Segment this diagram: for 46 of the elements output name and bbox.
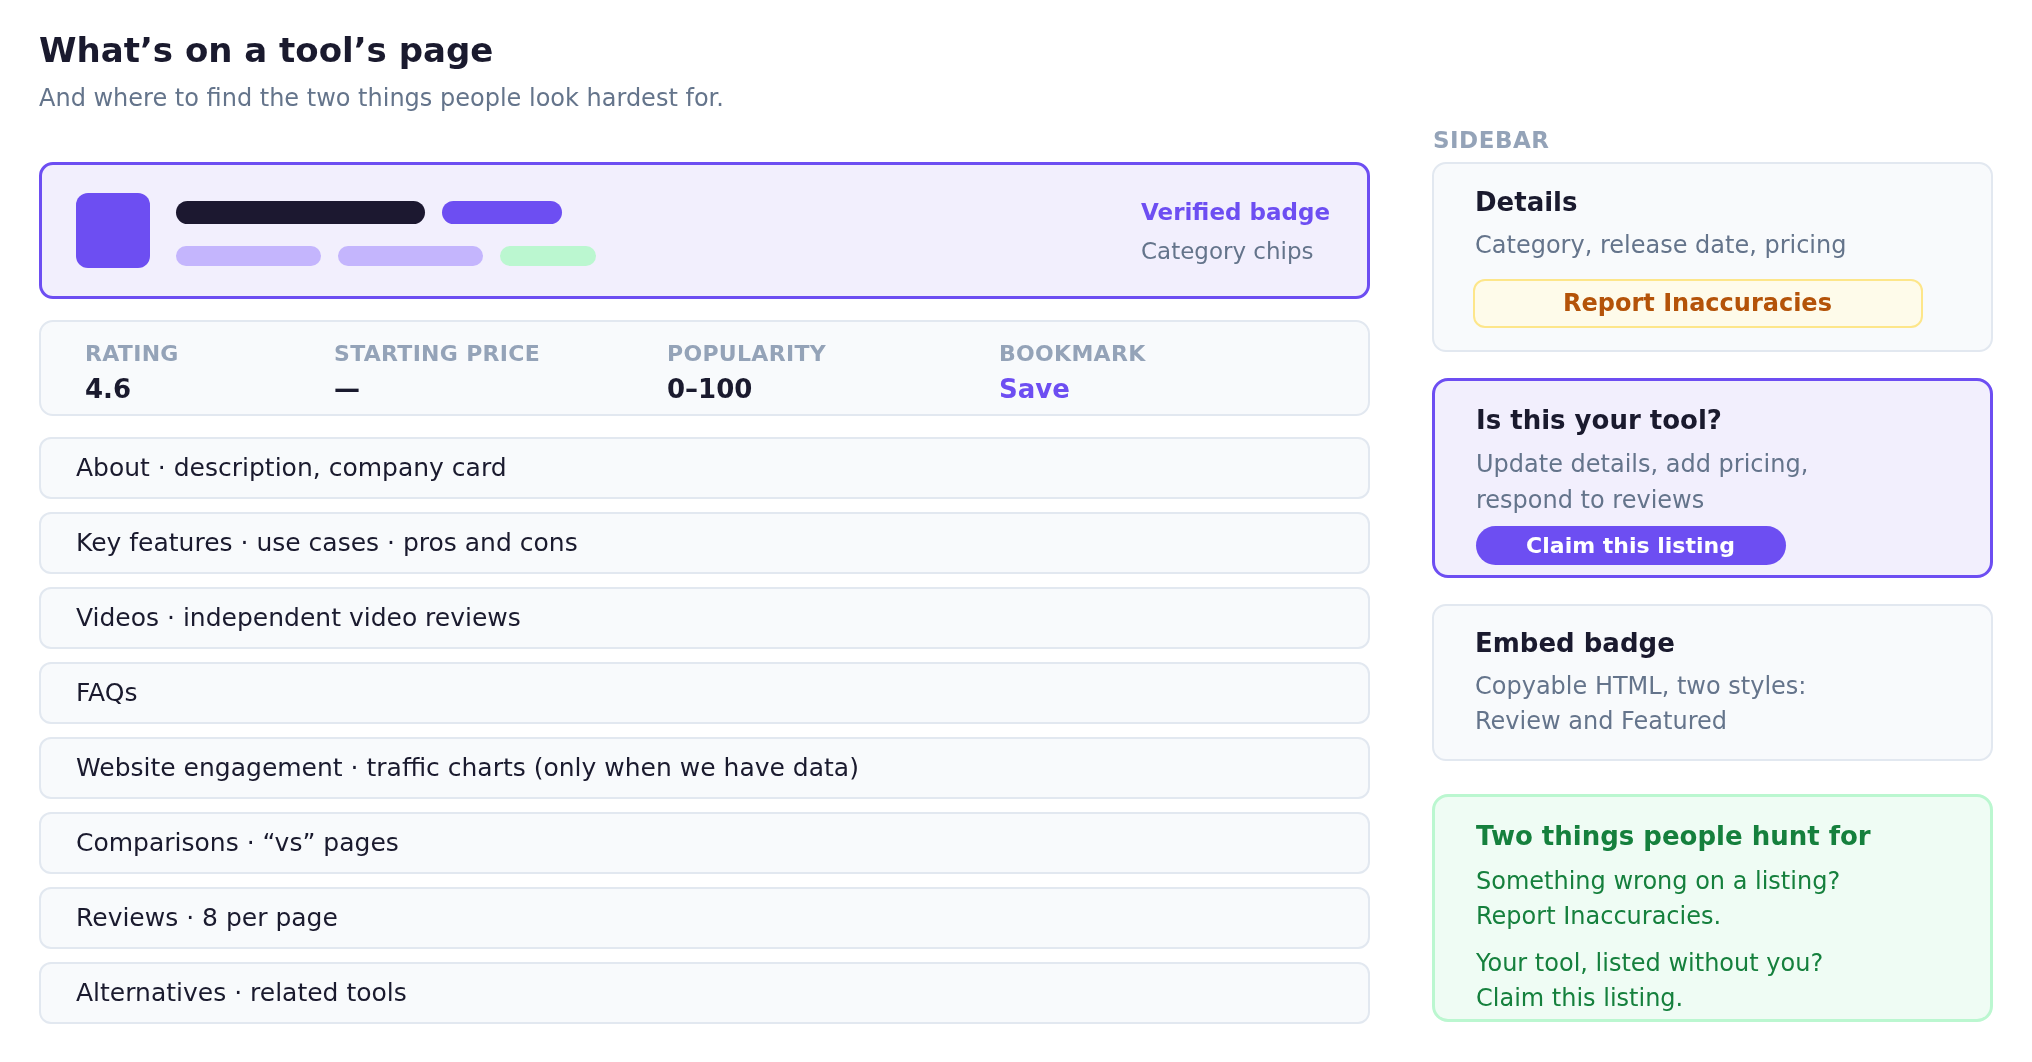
section-label: Videos · independent video reviews (76, 601, 521, 634)
stat-value: 4.6 (85, 373, 132, 405)
stat-value: 0–100 (667, 373, 753, 405)
annotation-label: Category chips (1141, 237, 1314, 266)
embed-card (1432, 604, 1993, 761)
subtitle: And where to find the two things people look hardest for. (39, 83, 724, 113)
diagram-title: What’s on a tool’s page (39, 30, 494, 70)
section-row (39, 512, 1370, 574)
section-row (39, 962, 1370, 1024)
annotation-label: Verified badge (1141, 198, 1330, 227)
card-heading: Details (1475, 185, 1578, 219)
section-row (39, 662, 1370, 724)
section-row (39, 887, 1370, 949)
section-label: About · description, company card (76, 451, 507, 484)
section-label: Comparisons · “vs” pages (76, 826, 399, 859)
claim-button: Claim this listing (1475, 525, 1786, 565)
section-row (39, 812, 1370, 874)
card-heading: Is this your tool? (1476, 403, 1722, 437)
section-label: Website engagement · traffic charts (only when we have data) (76, 751, 859, 784)
card-description: Copyable HTML, two styles: Review and Featured (1475, 670, 1808, 737)
stat-label: POPULARITY (667, 340, 826, 368)
tip-card (1432, 794, 1993, 1022)
stat-label: BOOKMARK (999, 340, 1146, 368)
tip-text: Something wrong on a listing? Report Inaccuracies. (1476, 865, 1842, 932)
tip-text: Your tool, listed without you? Claim this listing. (1476, 947, 1825, 1014)
section-label: Key features · use cases · pros and cons (76, 526, 578, 559)
stat-value: Save (999, 373, 1070, 405)
claim-card (1432, 378, 1993, 578)
tip-heading: Two things people hunt for (1476, 819, 1871, 853)
section-label: Alternatives · related tools (76, 976, 407, 1009)
column-heading: SIDEBAR (1433, 126, 1550, 155)
section-row (39, 737, 1370, 799)
details-card (1432, 162, 1993, 352)
stat-label: STARTING PRICE (334, 340, 541, 368)
stat-value: — (334, 373, 360, 405)
section-label: Reviews · 8 per page (76, 901, 338, 934)
card-heading: Embed badge (1475, 626, 1675, 660)
section-label: FAQs (76, 676, 138, 709)
section-row (39, 587, 1370, 649)
section-row (39, 437, 1370, 499)
page-header-card (39, 162, 1370, 299)
card-description: Category, release date, pricing (1475, 230, 1847, 261)
report-button: Report Inaccuracies (1472, 278, 1923, 328)
stat-label: RATING (85, 340, 179, 368)
stats-bar (39, 320, 1370, 416)
card-description: Update details, add pricing, respond to reviews (1476, 448, 1810, 516)
